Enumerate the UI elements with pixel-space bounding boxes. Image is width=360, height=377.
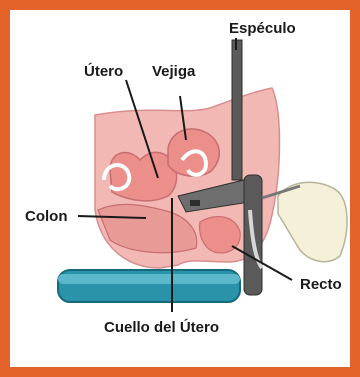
exam-table-highlight xyxy=(58,274,240,284)
label-colon: Colon xyxy=(25,208,68,225)
label-vejiga: Vejiga xyxy=(152,63,196,80)
label-utero: Útero xyxy=(84,62,123,80)
label-cuello-del-utero: Cuello del Útero xyxy=(104,318,219,336)
uterus-shape xyxy=(110,152,177,201)
label-especulo: Espéculo xyxy=(229,20,296,37)
label-recto: Recto xyxy=(300,276,342,293)
